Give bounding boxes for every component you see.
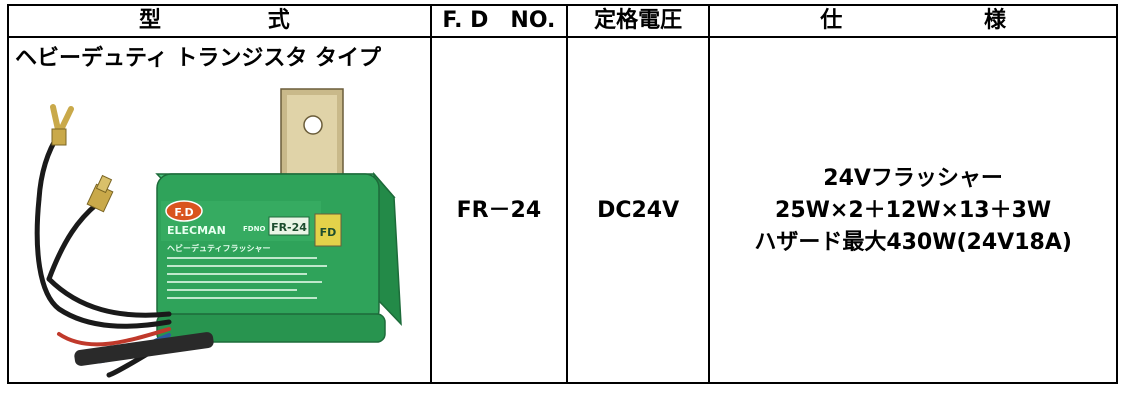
fd-no-value: FR－24 bbox=[456, 198, 542, 223]
blade-terminal bbox=[86, 174, 114, 213]
brand-badge: F.D bbox=[165, 200, 203, 222]
spec-line-2: 25W×2＋12W×13＋3W bbox=[775, 198, 1052, 223]
header-fd-no: F. D NO. bbox=[429, 4, 568, 38]
cell-voltage: DC24V bbox=[565, 36, 711, 384]
body-print-line: ヘビーデュティフラッシャー bbox=[167, 243, 271, 253]
cell-fd-no: FR－24 bbox=[429, 36, 568, 384]
fdno-text: FDNO bbox=[243, 225, 265, 233]
flasher-unit-illustration: F.D ELECMAN FDNO FR-24 FD ヘビーデュティフラッシャー bbox=[34, 88, 402, 378]
header-rated-voltage: 定格電圧 bbox=[565, 4, 711, 38]
model-plate-text: FR-24 bbox=[271, 221, 307, 234]
spec-line-3: ハザード最大430W(24V18A) bbox=[754, 230, 1072, 255]
brand-badge-text: F.D bbox=[174, 206, 193, 219]
voltage-value: DC24V bbox=[597, 198, 680, 223]
fd-stamp: FD bbox=[320, 226, 337, 239]
brand-text: ELECMAN bbox=[167, 224, 226, 237]
header-spec: 仕 様 bbox=[708, 4, 1118, 38]
product-image: F.D ELECMAN FDNO FR-24 FD ヘビーデュティフラッシャー bbox=[19, 79, 419, 379]
flasher-body: F.D ELECMAN FDNO FR-24 FD ヘビーデュティフラッシャー bbox=[155, 171, 402, 343]
heat-shrink-tube bbox=[74, 332, 214, 366]
header-spec-left: 仕 bbox=[820, 8, 843, 33]
cell-spec: 24Vフラッシャー 25W×2＋12W×13＋3W ハザード最大430W(24V… bbox=[708, 36, 1118, 384]
spec-lines: 24Vフラッシャー 25W×2＋12W×13＋3W ハザード最大430W(24V… bbox=[710, 161, 1116, 259]
spec-line-1: 24Vフラッシャー bbox=[823, 166, 1003, 191]
header-model-left: 型 bbox=[139, 8, 162, 33]
header-row: 型 式 F. D NO. 定格電圧 仕 様 bbox=[7, 4, 1118, 38]
cell-model: ヘビーデュティ トランジスタ タイプ bbox=[7, 36, 432, 384]
table-row: ヘビーデュティ トランジスタ タイプ bbox=[7, 36, 1118, 384]
product-spec-table: 型 式 F. D NO. 定格電圧 仕 様 ヘビーデュティ トランジスタ タイプ bbox=[7, 4, 1118, 384]
header-spec-right: 様 bbox=[983, 8, 1006, 33]
header-model: 型 式 bbox=[7, 4, 432, 38]
header-model-right: 式 bbox=[267, 8, 290, 33]
fork-terminal bbox=[50, 104, 74, 146]
wire-harness bbox=[34, 131, 172, 378]
model-name: ヘビーデュティ トランジスタ タイプ bbox=[15, 46, 381, 71]
